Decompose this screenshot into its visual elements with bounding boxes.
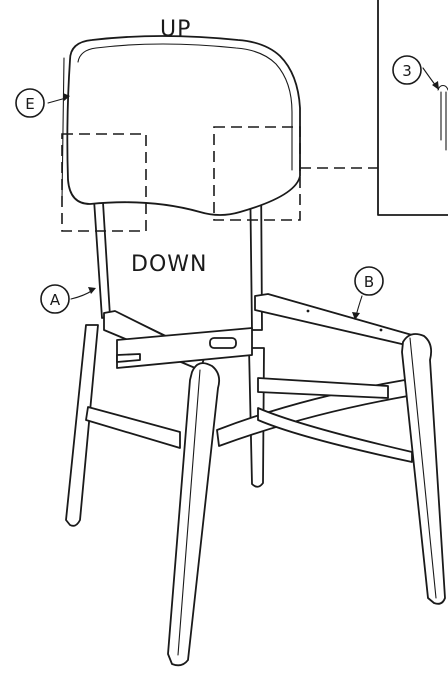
down-label: DOWN [131,252,207,277]
front-leg-left [167,362,221,667]
detail-inset [377,0,448,216]
back-rail [116,327,253,369]
rear-leg-left [65,169,111,527]
down-label-group: DOWN [131,252,207,277]
callout-e-label: E [25,95,34,113]
callout-b: B [352,266,384,320]
callout-step-3-label: 3 [402,62,412,80]
callout-b-label: B [364,273,374,291]
callout-a-label: A [50,291,61,309]
side-rail-b [254,293,413,346]
callout-step-3: 3 [392,55,439,90]
stretchers [85,377,413,463]
detail-box-right [213,126,301,221]
up-label: UP [160,17,191,42]
front-leg-right [401,333,446,605]
backrest [61,35,301,216]
detail-box-left [61,133,147,232]
up-label-group: UP [160,17,191,42]
callout-a: A [40,284,96,314]
callout-e: E [15,88,70,118]
